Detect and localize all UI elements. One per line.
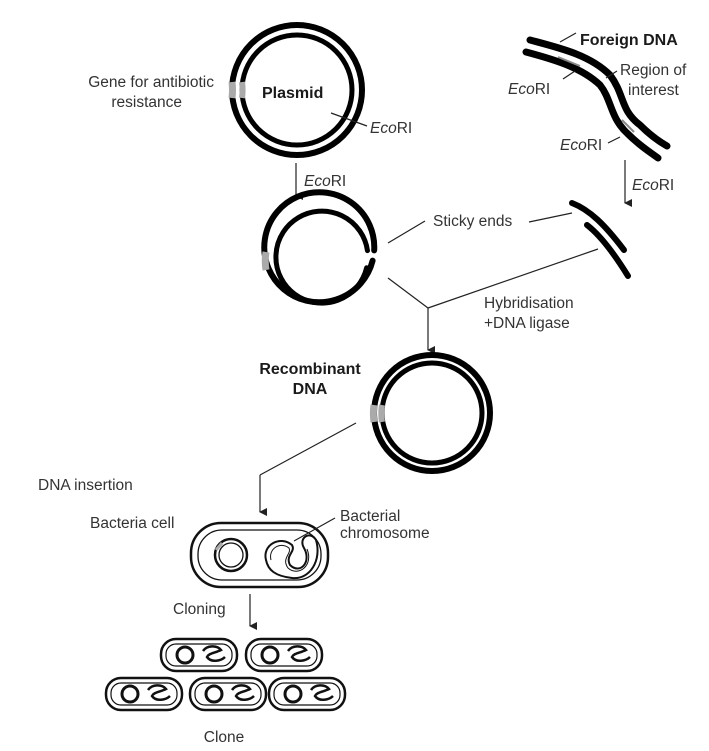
chromosome-line2: chromosome xyxy=(340,525,430,542)
region-pointer xyxy=(605,70,618,79)
cut-plasmid xyxy=(261,189,378,306)
chromosome-pointer xyxy=(293,517,336,542)
cut-plasmid-label: EcoRI xyxy=(304,173,346,190)
insertion-line xyxy=(259,422,357,476)
clone-cell-1 xyxy=(159,637,239,673)
foreign-dna-pointer xyxy=(559,32,577,43)
plasmid xyxy=(228,22,365,158)
foreign-dna-label: Foreign DNA xyxy=(580,32,678,49)
sticky-ends-pointer-right xyxy=(528,212,573,223)
region-line2: interest xyxy=(628,82,680,99)
foreign-ecori-1: EcoRI xyxy=(508,81,550,98)
clone-cell-3 xyxy=(104,676,184,712)
cut-foreign-label: EcoRI xyxy=(632,177,674,194)
clone-cell-4 xyxy=(188,676,268,712)
region-line1: Region of xyxy=(620,62,687,79)
cloning-label: Cloning xyxy=(173,601,226,618)
clone-cell-5 xyxy=(267,676,347,712)
chromosome-line1: Bacterial xyxy=(340,508,400,525)
bacteria-cell xyxy=(189,521,330,589)
foreign-ecori-2: EcoRI xyxy=(560,137,602,154)
plasmid-ecori-label: EcoRI xyxy=(370,120,412,137)
site2-pointer xyxy=(607,136,621,144)
clone-cell-2 xyxy=(244,637,324,673)
recombinant-line1: Recombinant xyxy=(259,361,361,378)
hybridisation-line2: +DNA ligase xyxy=(484,315,570,332)
sticky-ends-label: Sticky ends xyxy=(433,213,513,230)
bacteria-cell-label: Bacteria cell xyxy=(90,515,174,532)
merge-line-right xyxy=(427,248,599,309)
plasmid-label: Plasmid xyxy=(262,85,323,102)
recombinant-line2: DNA xyxy=(293,381,328,398)
foreign-dna xyxy=(522,36,671,162)
site1-pointer xyxy=(562,70,576,80)
gene-label-line1: Gene for antibiotic xyxy=(88,74,214,91)
gene-label-line2: resistance xyxy=(111,94,182,111)
ecori-pointer xyxy=(330,112,368,127)
sticky-ends-pointer-left xyxy=(387,220,426,244)
clone-group xyxy=(104,637,347,712)
dna-insertion-label: DNA insertion xyxy=(38,477,133,494)
clone-label: Clone xyxy=(204,729,245,746)
foreign-fragment xyxy=(569,200,631,279)
recombinant-dna xyxy=(369,352,493,474)
merge-line-left xyxy=(387,277,429,309)
hybridisation-line1: Hybridisation xyxy=(484,295,574,312)
